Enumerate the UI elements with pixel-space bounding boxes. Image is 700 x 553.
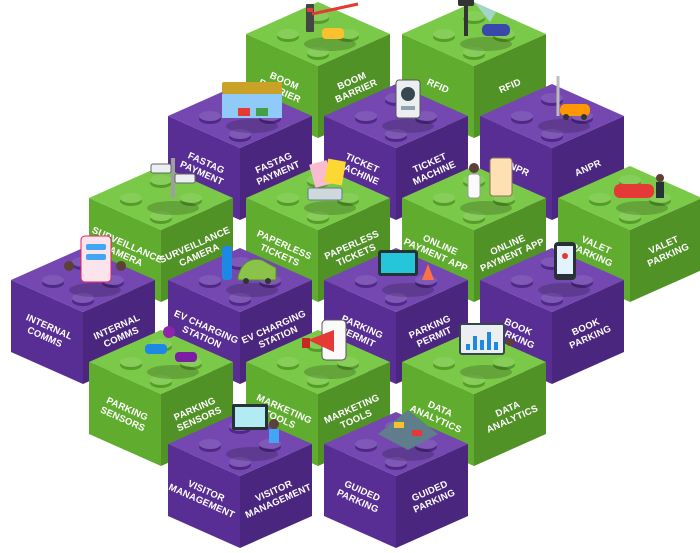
anpr-camera-icon <box>538 76 590 133</box>
block-top-face <box>246 330 390 394</box>
stud <box>355 111 377 121</box>
stud <box>150 175 172 185</box>
stud <box>541 129 563 139</box>
stud <box>463 211 485 221</box>
block-top-face <box>246 2 390 66</box>
stud <box>120 357 142 367</box>
valet-icon <box>614 174 668 215</box>
stud <box>307 375 329 385</box>
stud <box>180 193 202 203</box>
stud <box>120 193 142 203</box>
analytics-dashboard-icon <box>459 323 514 379</box>
stud <box>619 211 641 221</box>
stud <box>433 357 455 367</box>
stud <box>385 293 407 303</box>
block-top-face <box>324 248 468 312</box>
stud <box>72 293 94 303</box>
stud <box>589 193 611 203</box>
stud <box>493 357 515 367</box>
blocks-layer: BOOMBARRIERBOOMBARRIERRFIDRFIDFASTAGPAYM… <box>11 0 700 548</box>
stud <box>307 211 329 221</box>
block-top-face <box>324 412 468 476</box>
stud <box>355 275 377 285</box>
block-right-face <box>396 444 468 548</box>
block-left-face <box>89 362 161 466</box>
stud <box>463 375 485 385</box>
block-top-face <box>480 248 624 312</box>
stud <box>277 29 299 39</box>
boom-barrier-icon <box>304 2 359 51</box>
cctv-camera-icon <box>147 158 199 215</box>
stud <box>229 129 251 139</box>
stud <box>199 111 221 121</box>
stud <box>385 129 407 139</box>
stud <box>619 175 641 185</box>
stud <box>541 293 563 303</box>
rfid-reader-icon <box>458 0 512 51</box>
block-left-face <box>168 444 240 548</box>
stud <box>541 93 563 103</box>
stud <box>150 211 172 221</box>
block-top-face <box>480 84 624 148</box>
stud <box>307 47 329 57</box>
stud <box>199 439 221 449</box>
block-right-face <box>630 198 700 302</box>
stud <box>385 457 407 467</box>
stud <box>199 275 221 285</box>
stud <box>463 47 485 57</box>
paperless-ticket-icon <box>304 158 356 215</box>
stud <box>229 457 251 467</box>
payment-app-icon <box>460 157 513 215</box>
parking-permit-icon <box>378 250 434 297</box>
block-top-face <box>89 166 233 230</box>
ticket-machine-icon <box>382 79 434 133</box>
chat-icon <box>64 235 126 297</box>
stud <box>511 111 533 121</box>
stud <box>571 275 593 285</box>
block-top-face <box>89 330 233 394</box>
stud <box>463 11 485 21</box>
parking-sensor-icon <box>145 326 199 379</box>
toll-plaza-icon <box>222 82 282 133</box>
booking-phone-icon <box>538 242 590 297</box>
block-left-face <box>324 444 396 548</box>
block-left-face <box>11 280 83 384</box>
stud <box>433 29 455 39</box>
block-right-face <box>552 280 624 384</box>
stud <box>355 439 377 449</box>
stud <box>277 357 299 367</box>
visitor-desk-icon <box>226 404 279 461</box>
stud <box>42 275 64 285</box>
stud <box>433 193 455 203</box>
megaphone-icon <box>302 319 356 379</box>
ev-charger-icon <box>222 246 278 297</box>
stud <box>229 293 251 303</box>
stud <box>150 375 172 385</box>
block-right-face <box>474 362 546 466</box>
block-top-face <box>402 2 546 66</box>
stud <box>511 275 533 285</box>
guided-parking-icon <box>378 410 438 461</box>
stud <box>277 193 299 203</box>
block-right-face <box>240 444 312 548</box>
